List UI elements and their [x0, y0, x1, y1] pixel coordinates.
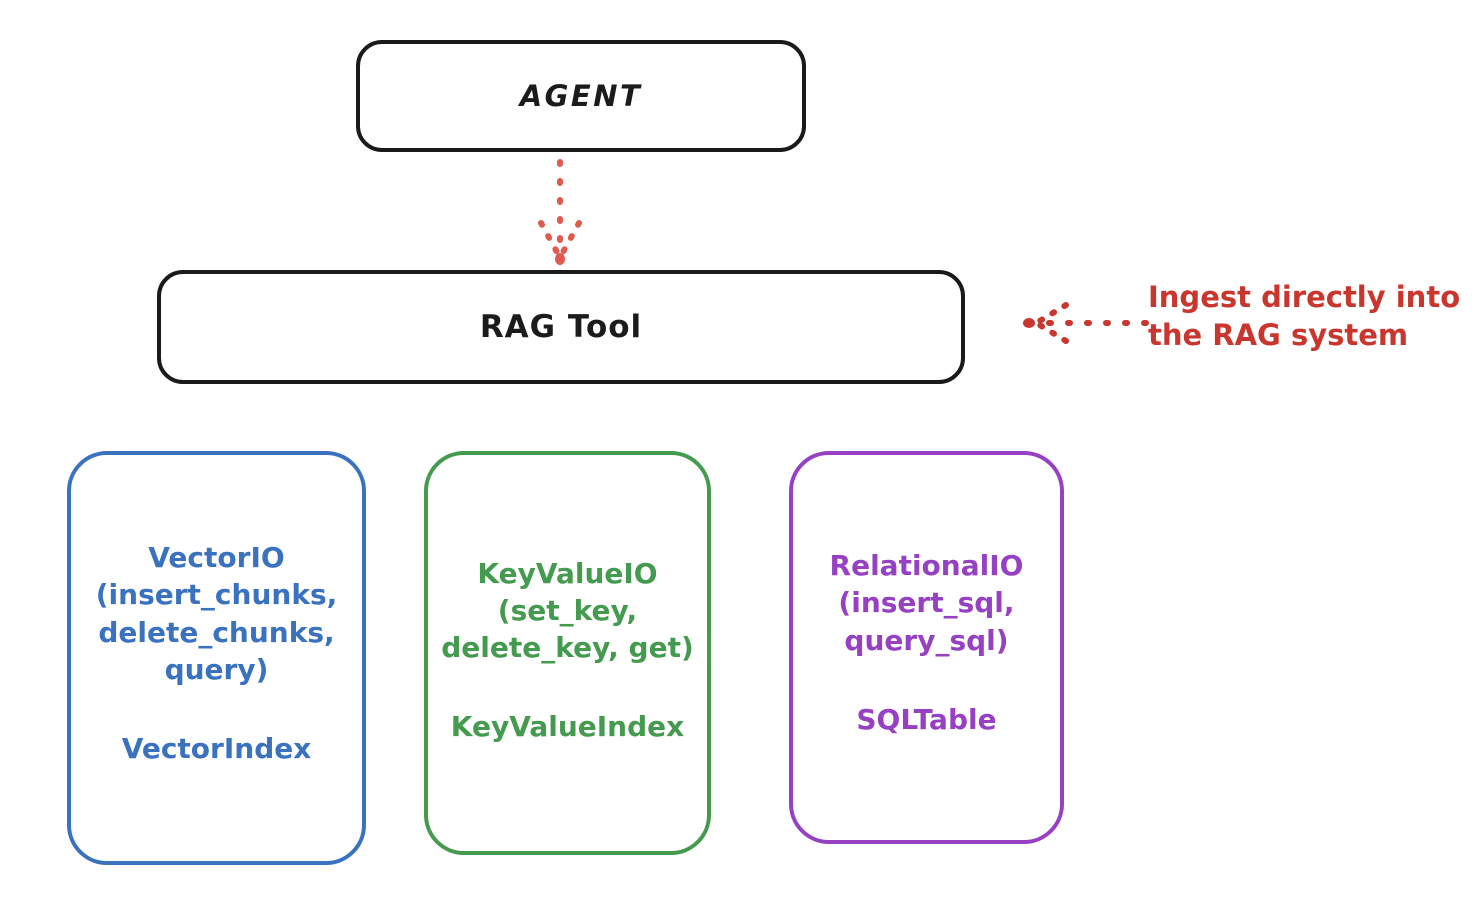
provider-card-vector-content: VectorIO (insert_chunks, delete_chunks, …	[96, 539, 338, 765]
provider-vector-index: VectorIndex	[121, 731, 312, 765]
provider-card-relational[interactable]: RelationalIO (insert_sql, query_sql) SQL…	[789, 451, 1064, 844]
provider-keyvalue-index: KeyValueIndex	[450, 710, 685, 744]
provider-relational-index: SQLTable	[856, 702, 997, 736]
connector-ingest-to-rag-tool	[1023, 302, 1149, 344]
provider-card-keyvalue[interactable]: KeyValueIO (set_key, delete_key, get) Ke…	[424, 451, 711, 855]
provider-keyvalue-api: KeyValueIO (set_key, delete_key, get)	[441, 556, 694, 665]
provider-relational-api: RelationalIO (insert_sql, query_sql)	[829, 549, 1024, 657]
node-rag-tool[interactable]: RAG Tool	[157, 270, 965, 384]
annotation-ingest-directly: Ingest directly into the RAG system	[1148, 280, 1461, 353]
provider-card-vector[interactable]: VectorIO (insert_chunks, delete_chunks, …	[67, 451, 366, 865]
provider-card-relational-content: RelationalIO (insert_sql, query_sql) SQL…	[830, 547, 1024, 736]
provider-vector-api: VectorIO (insert_chunks, delete_chunks, …	[95, 541, 338, 686]
node-agent-label: AGENT	[519, 79, 643, 113]
node-agent[interactable]: AGENT	[356, 40, 806, 152]
connector-agent-to-rag-tool	[538, 159, 582, 265]
provider-card-keyvalue-content: KeyValueIO (set_key, delete_key, get) Ke…	[441, 555, 694, 744]
node-rag-tool-label: RAG Tool	[479, 309, 643, 345]
